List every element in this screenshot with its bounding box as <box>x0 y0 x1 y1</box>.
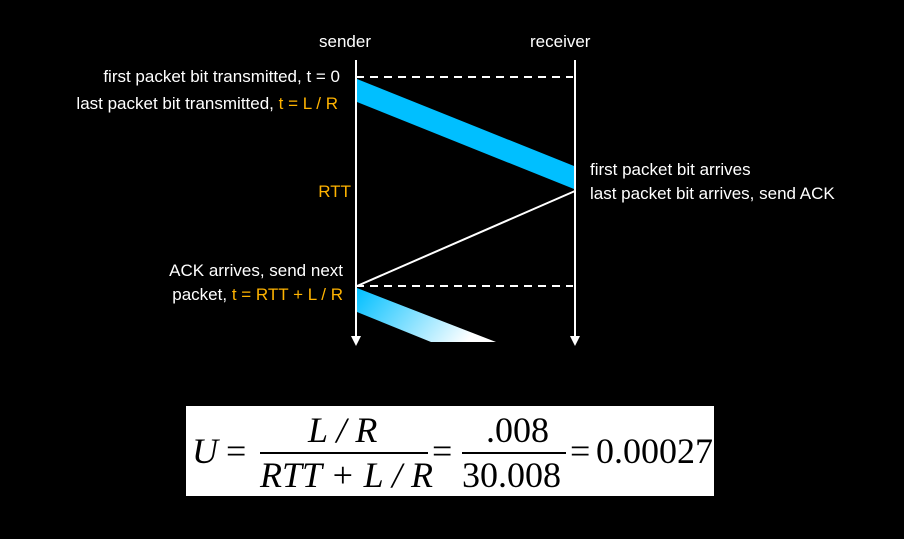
formula-numerator-2: .008 <box>486 410 549 450</box>
last-bit-transmitted-text: last packet bit transmitted, <box>76 94 279 113</box>
formula-equals-1: = <box>226 431 247 471</box>
rtt-label: RTT <box>318 182 351 201</box>
ack-arrives-label-line2: packet, t = RTT + L / R <box>172 285 343 305</box>
first-bit-transmitted-label: first packet bit transmitted, t = 0 <box>103 67 340 87</box>
formula-result: 0.00027 <box>596 431 713 471</box>
ack-line <box>356 190 576 287</box>
sender-timeline-arrowhead <box>351 336 361 346</box>
utilization-formula: U = L / R RTT + L / R = .008 30.008 = 0.… <box>186 406 714 496</box>
fraction-bar-2 <box>462 452 566 454</box>
sender-header: sender <box>319 32 371 51</box>
fraction-bar-1 <box>260 452 428 454</box>
ack-next-packet-time: t = RTT + L / R <box>231 285 343 304</box>
formula-denominator-2: 30.008 <box>462 455 561 495</box>
receiver-header: receiver <box>530 32 591 51</box>
formula-denominator-1: RTT + L / R <box>260 455 434 495</box>
first-bit-transmitted-text: first packet bit transmitted, t = 0 <box>103 67 340 86</box>
formula-equals-3: = <box>570 431 591 471</box>
ack-next-packet-text: packet, <box>172 285 232 304</box>
ack-arrives-label-line1: ACK arrives, send next <box>169 261 343 280</box>
last-bit-arrives-label: last packet bit arrives, send ACK <box>590 184 835 203</box>
formula-lhs: U <box>192 431 218 471</box>
first-bit-arrives-label: first packet bit arrives <box>590 160 751 179</box>
formula-numerator-1: L / R <box>308 410 378 450</box>
next-packet-band <box>357 288 496 342</box>
receiver-timeline-arrowhead <box>570 336 580 346</box>
last-bit-time: t = L / R <box>278 94 338 113</box>
formula-equals-2: = <box>432 431 453 471</box>
packet-transmission-band <box>357 79 574 189</box>
last-bit-transmitted-label: last packet bit transmitted, t = L / R <box>76 94 338 114</box>
